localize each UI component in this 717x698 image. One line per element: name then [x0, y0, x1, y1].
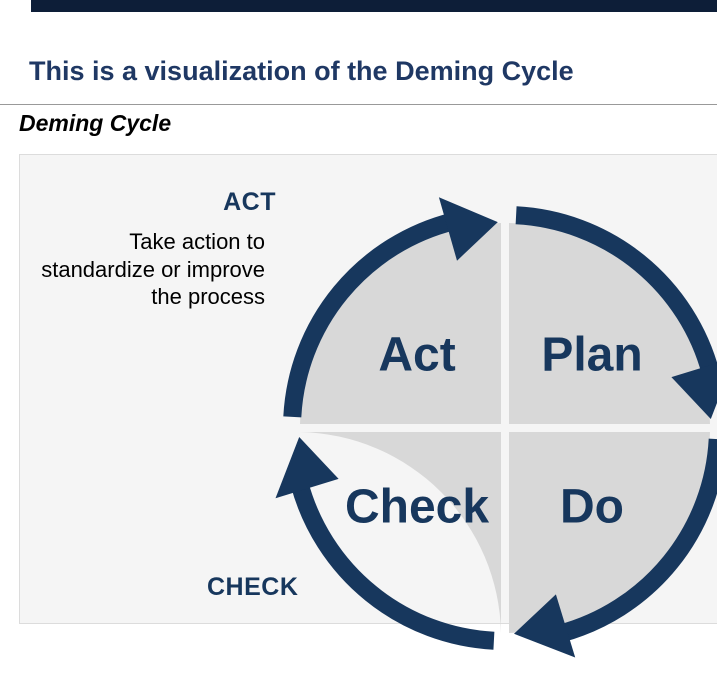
quadrant-check	[300, 432, 501, 633]
title-separator-line	[0, 104, 717, 105]
deming-cycle-diagram: Act Plan Do Check	[275, 197, 717, 658]
arrowhead-check-to-act	[275, 437, 339, 499]
quadrant-label-act: Act	[378, 329, 455, 382]
arrowhead-act-to-plan	[438, 197, 498, 261]
slide-title: This is a visualization of the Deming Cy…	[29, 56, 574, 86]
check-annotation-label: CHECK	[207, 573, 299, 601]
arrowhead-plan-to-do	[671, 363, 717, 419]
act-annotation-label: ACT	[223, 188, 276, 216]
act-annotation-description: Take action to standardize or improve th…	[41, 229, 265, 309]
quadrant-plan	[509, 223, 710, 424]
quadrant-label-do: Do	[560, 481, 624, 534]
arrow-arc-plan-to-do	[515, 206, 717, 376]
quadrant-label-plan: Plan	[541, 329, 642, 382]
section-heading: Deming Cycle	[19, 110, 172, 136]
arrow-arc-act-to-plan	[283, 212, 456, 418]
quadrant-label-check: Check	[345, 481, 489, 534]
quadrant-do	[509, 432, 710, 633]
quadrant-act	[300, 223, 501, 424]
top-accent-bar	[31, 0, 717, 12]
